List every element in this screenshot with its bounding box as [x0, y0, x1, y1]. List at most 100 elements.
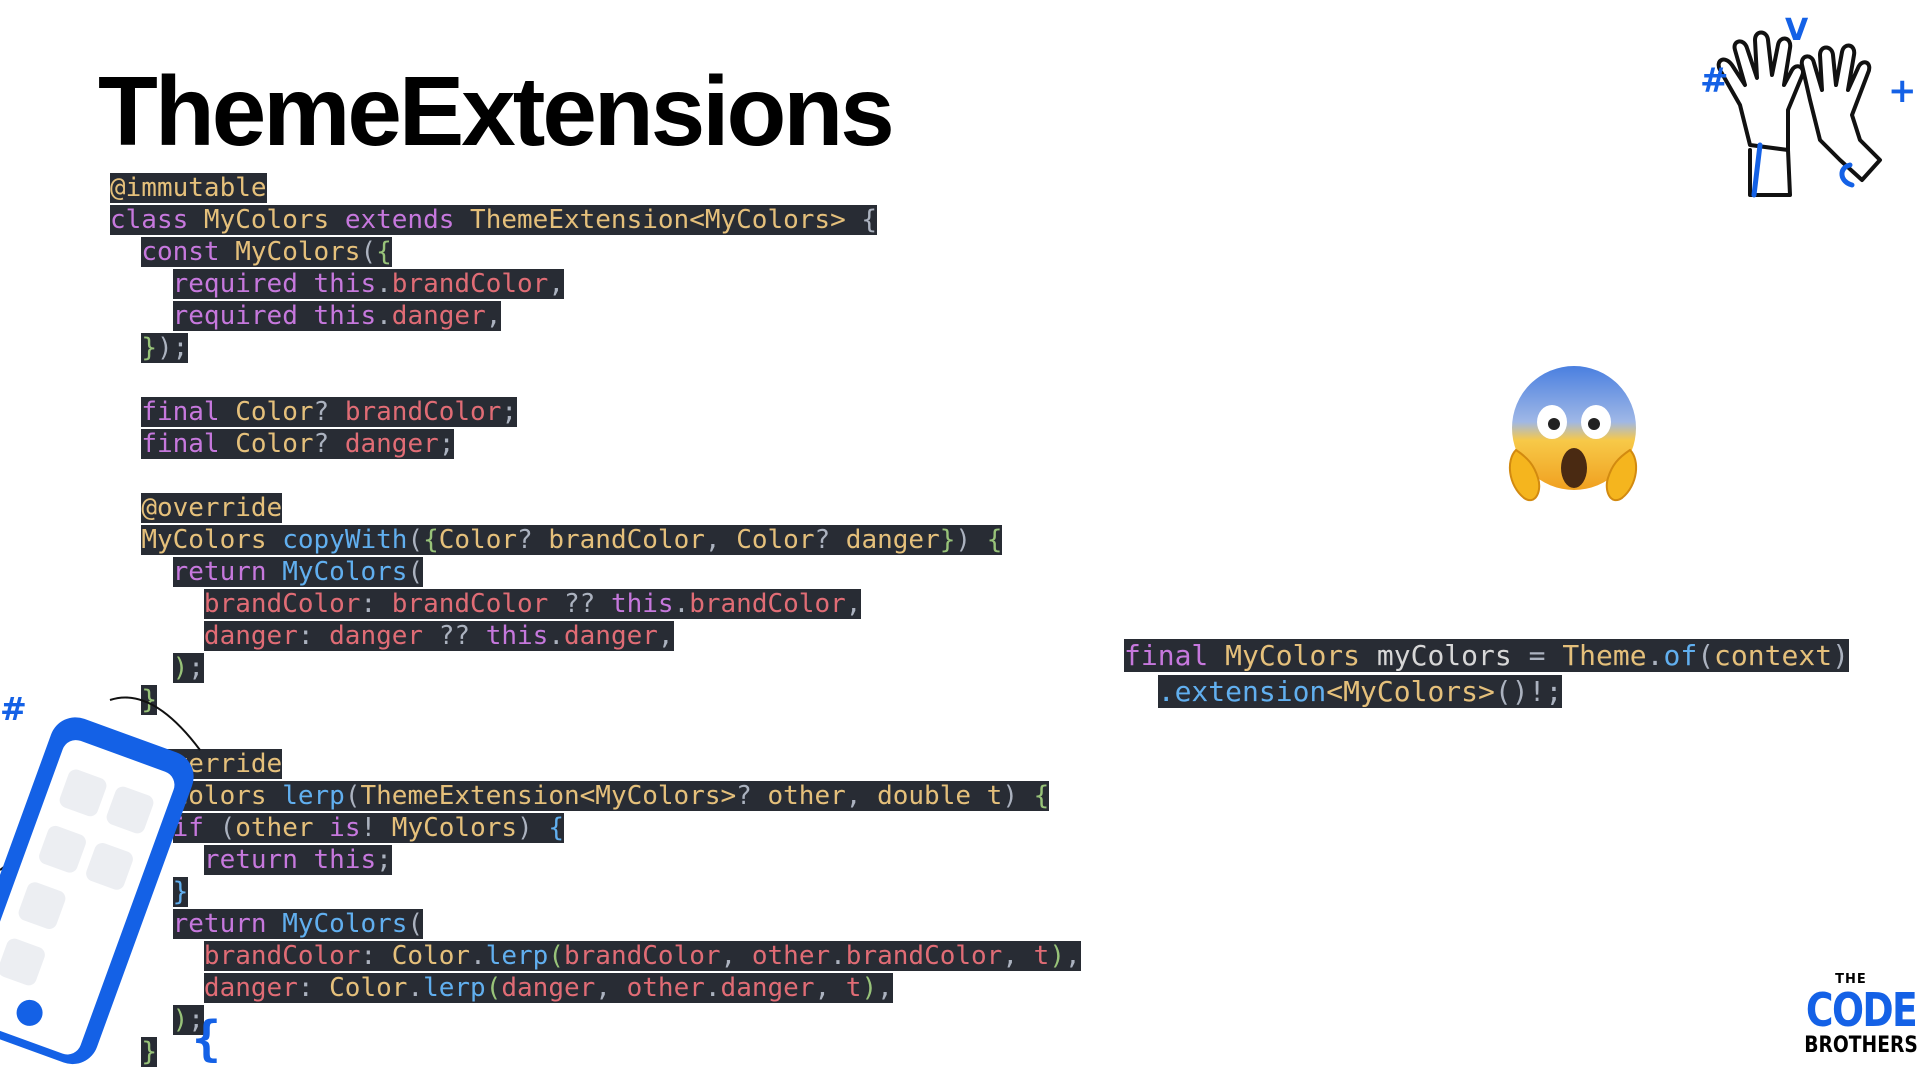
code-token: ,: [720, 941, 752, 971]
code-token: this: [485, 621, 549, 651]
code-line: return this;: [110, 844, 1081, 876]
code-token: .: [830, 941, 846, 971]
code-token: .: [376, 301, 392, 331]
slide-title: ThemeExtensions: [98, 56, 895, 166]
code-token: .: [673, 589, 690, 619]
code-token: ??: [438, 621, 486, 651]
code-token: other: [767, 781, 846, 811]
code-line: brandColor: brandColor ?? this.brandColo…: [110, 588, 1081, 620]
code-token: {: [861, 205, 878, 235]
code-token: this: [610, 589, 674, 619]
code-token: ?: [313, 397, 345, 427]
code-token: ,: [845, 589, 862, 619]
code-line: danger: danger ?? this.danger,: [110, 620, 1081, 652]
code-token: [110, 621, 204, 651]
code-token: return: [203, 845, 314, 875]
code-token: ?: [736, 781, 768, 811]
code-token: Color: [235, 429, 314, 459]
code-token: Color: [438, 525, 518, 555]
code-token: .: [704, 973, 721, 1003]
code-token: brandColor: [203, 589, 361, 619]
code-token: copyWith: [282, 525, 408, 555]
code-token: {: [986, 525, 1003, 555]
code-token: ;: [438, 429, 455, 459]
code-token: [1124, 675, 1158, 708]
code-token: ): [955, 525, 987, 555]
code-token: .: [407, 973, 424, 1003]
code-token: }: [141, 685, 157, 715]
code-token: ,: [657, 621, 674, 651]
code-token: ;: [501, 397, 518, 427]
code-token: :: [360, 941, 392, 971]
code-token: myColors: [1376, 639, 1529, 672]
code-token: (: [360, 237, 377, 267]
code-token: brandColor: [344, 397, 502, 427]
code-line: MyColors lerp(ThemeExtension<MyColors>? …: [110, 780, 1081, 812]
code-token: Color: [391, 941, 471, 971]
code-line: @override: [110, 492, 1081, 524]
code-line: [110, 716, 1081, 748]
code-token: <MyColors>: [1326, 675, 1495, 708]
code-token: [110, 269, 173, 299]
code-line: }: [110, 876, 1081, 908]
code-token: return: [172, 909, 283, 939]
code-token: is: [329, 813, 361, 843]
code-token: ?: [517, 525, 549, 555]
brand-the: THE: [1835, 972, 1867, 987]
code-token: brandColor: [203, 941, 361, 971]
code-token: ,: [814, 973, 846, 1003]
code-token: !;: [1528, 675, 1563, 708]
code-token: .: [470, 941, 486, 971]
code-token: :: [297, 621, 330, 651]
code-block-usage: final MyColors myColors = Theme.of(conte…: [1124, 638, 1849, 710]
code-token: this: [313, 845, 377, 875]
code-token: (: [485, 973, 502, 1003]
svg-text:V: V: [1785, 13, 1809, 48]
code-token: [110, 237, 141, 267]
code-token: if: [172, 813, 220, 843]
code-token: :: [360, 589, 392, 619]
code-line: return MyColors(: [110, 908, 1081, 940]
code-token: ,: [704, 525, 737, 555]
code-token: }: [939, 525, 956, 555]
code-line: required this.brandColor,: [110, 268, 1081, 300]
code-token: return: [172, 557, 283, 587]
code-line: );: [110, 652, 1081, 684]
code-token: lerp: [282, 781, 345, 811]
code-token: [110, 333, 141, 363]
code-token: ?: [313, 429, 345, 459]
code-token: const: [141, 237, 236, 267]
code-token: of: [1663, 639, 1698, 672]
code-line: }: [110, 684, 1081, 716]
code-line: [110, 364, 1081, 396]
code-token: final: [141, 429, 236, 459]
code-line: });: [110, 332, 1081, 364]
code-token: }: [141, 1037, 157, 1067]
code-token: [110, 557, 173, 587]
code-token: this: [313, 269, 377, 299]
code-token: ): [172, 1005, 189, 1035]
code-token: danger: [391, 301, 486, 331]
code-token: danger: [203, 621, 298, 651]
code-line: class MyColors extends ThemeExtension<My…: [110, 204, 1081, 236]
code-token: {: [548, 813, 564, 843]
code-line: brandColor: Color.lerp(brandColor, other…: [110, 940, 1081, 972]
code-line: }: [110, 1036, 1081, 1068]
code-line: .extension<MyColors>()!;: [1124, 674, 1849, 710]
code-token: final: [141, 397, 236, 427]
code-token: brandColor: [391, 269, 549, 299]
code-line: const MyColors({: [110, 236, 1081, 268]
code-token: ;: [376, 845, 392, 875]
code-token: MyColors: [282, 557, 408, 587]
code-token: other: [626, 973, 705, 1003]
code-token: (): [1494, 675, 1529, 708]
code-token: ): [172, 653, 189, 683]
code-token: Color: [736, 525, 815, 555]
svg-text:+: +: [1888, 71, 1917, 111]
code-token: ): [1832, 639, 1849, 672]
code-token: ?: [814, 525, 846, 555]
code-token: ,: [1002, 941, 1034, 971]
code-token: lerp: [423, 973, 486, 1003]
code-token: @override: [141, 493, 283, 523]
